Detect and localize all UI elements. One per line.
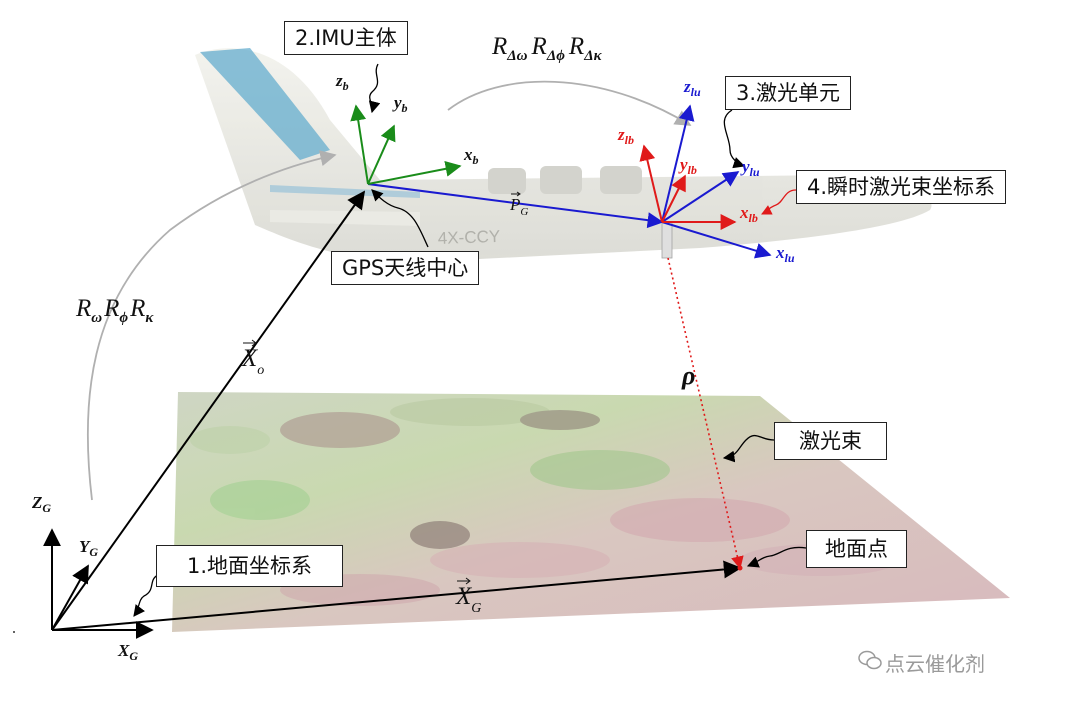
ground-point-marker: [738, 566, 743, 571]
vector-label-rho: ρ: [681, 361, 695, 390]
svg-text:zb: zb: [335, 71, 349, 93]
rotation-arrow-body-to-laser: [448, 82, 690, 125]
svg-text:ylu: ylu: [740, 157, 760, 179]
svg-text:ZG: ZG: [31, 493, 51, 515]
svg-text:zlb: zlb: [617, 125, 634, 147]
wechat-icon: [858, 650, 882, 670]
svg-text:yb: yb: [392, 93, 408, 115]
ground-axes: [52, 530, 152, 630]
formula-R-attitude: RωRϕRκ: [75, 295, 154, 326]
label-laser-unit: 3.激光单元: [725, 76, 851, 110]
svg-text:zlu: zlu: [683, 77, 701, 99]
label-ground-point: 地面点: [806, 530, 907, 568]
vector-label-X-o: Xo: [241, 340, 264, 378]
plane-registration: 4X-CCY: [437, 227, 500, 248]
svg-text:xlu: xlu: [775, 243, 795, 265]
ground-axis-labels: ZG YG XG: [31, 493, 138, 663]
label-ground-frame: 1.地面坐标系: [156, 545, 343, 587]
svg-text:YG: YG: [79, 537, 98, 559]
watermark-text: 点云催化剂: [885, 648, 985, 677]
label-gps: GPS天线中心: [331, 251, 479, 285]
svg-text:Xo: Xo: [241, 345, 264, 378]
label-laser-beam: 激光束: [774, 422, 887, 460]
svg-text:xb: xb: [463, 145, 479, 167]
label-imu: 2.IMU主体: [284, 21, 408, 55]
svg-text:XG: XG: [117, 641, 138, 663]
svg-text:ylb: ylb: [678, 155, 697, 177]
label-beam-frame: 4.瞬时激光束坐标系: [796, 170, 1006, 204]
